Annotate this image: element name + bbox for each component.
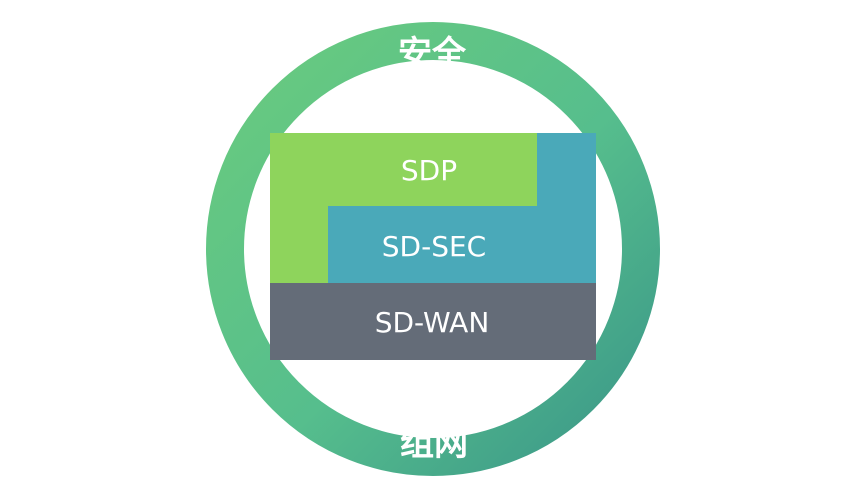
sdwan-label: SD-WAN: [375, 306, 490, 339]
sdp-label: SDP: [401, 154, 457, 187]
security-ring: [206, 22, 660, 476]
sdsec-label: SD-SEC: [382, 230, 486, 263]
sdp-layer: [270, 133, 537, 283]
sdwan-layer: [270, 283, 596, 360]
ring-bottom-label: 组网: [400, 424, 468, 464]
ring-top-label: 安全: [398, 34, 467, 74]
